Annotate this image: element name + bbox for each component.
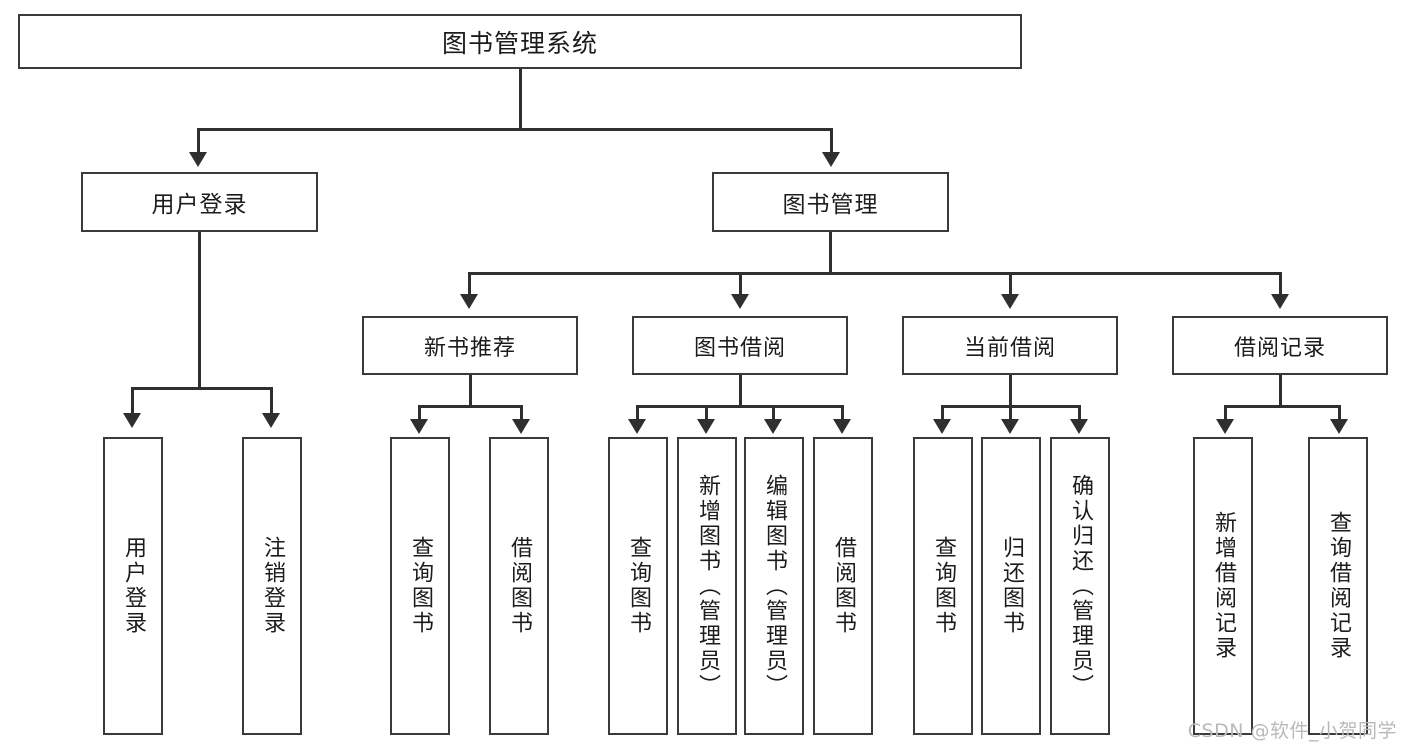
node-label: 借阅图书 [507,536,532,636]
edge-new-book-to-leaf-2 [520,405,523,421]
node-label: 用户登录 [121,536,146,636]
edge-borrow-record-bus [1224,405,1341,408]
edge-book-borrow-bus [636,405,844,408]
edge-book-borrow-to-leaf-4 [841,405,844,421]
node-label: 查询借阅记录 [1326,511,1351,661]
node-label: 编辑图书（管理员） [762,473,787,699]
node-label: 注销登录 [260,536,285,636]
arrowhead-current-borrow-leaf-3 [1070,419,1088,434]
node-label: 借阅图书 [831,536,856,636]
arrowhead-book-mgmt [822,152,840,167]
arrowhead-book-borrow-leaf-3 [764,419,782,434]
edge-book-borrow-stem [739,375,742,407]
leaf-edit-book-admin[interactable]: 编辑图书（管理员） [744,437,804,735]
arrowhead-borrow-record-leaf-1 [1216,419,1234,434]
arrowhead-new-book [460,294,478,309]
node-label: 新增图书（管理员） [695,473,720,699]
edge-root-to-book-mgmt [830,128,833,154]
edge-borrow-record-to-leaf-2 [1338,405,1341,421]
node-borrow-record[interactable]: 借阅记录 [1172,316,1388,375]
node-label: 查询图书 [408,536,433,636]
leaf-user-login[interactable]: 用户登录 [103,437,163,735]
watermark-text: CSDN @软件_小贺同学 [1187,720,1397,742]
arrowhead-borrow-record-leaf-2 [1330,419,1348,434]
arrowhead-leaf-user-login [123,413,141,428]
edge-user-login-stem [198,232,201,389]
node-label: 查询图书 [931,536,956,636]
node-root-system[interactable]: 图书管理系统 [18,14,1022,69]
node-label: 图书借阅 [693,335,786,361]
edge-book-mgmt-to-current-borrow [1009,272,1012,296]
node-new-book-recommend[interactable]: 新书推荐 [362,316,578,375]
edge-book-borrow-to-leaf-1 [636,405,639,421]
node-label: 图书管理系统 [441,28,598,58]
arrowhead-new-book-leaf-2 [512,419,530,434]
edge-new-book-stem [469,375,472,407]
edge-user-login-to-leaf-2 [270,387,273,415]
leaf-query-book-new[interactable]: 查询图书 [390,437,450,735]
arrowhead-current-borrow-leaf-1 [933,419,951,434]
edge-root-to-user-login [197,128,200,154]
edge-book-mgmt-to-borrow-record [1279,272,1282,296]
leaf-return-book[interactable]: 归还图书 [981,437,1041,735]
edge-book-mgmt-to-new-book [468,272,471,296]
node-label: 当前借阅 [963,335,1056,361]
leaf-query-book-current[interactable]: 查询图书 [913,437,973,735]
node-book-borrow[interactable]: 图书借阅 [632,316,848,375]
edge-user-login-to-leaf-1 [131,387,134,415]
leaf-query-borrow-record[interactable]: 查询借阅记录 [1308,437,1368,735]
edge-book-mgmt-to-book-borrow [739,272,742,296]
leaf-borrow-book[interactable]: 借阅图书 [813,437,873,735]
arrowhead-new-book-leaf-1 [410,419,428,434]
node-label: 新书推荐 [423,335,516,361]
edge-root-bus [197,128,833,131]
arrowhead-book-borrow-leaf-1 [628,419,646,434]
edge-new-book-bus [418,405,523,408]
edge-borrow-record-stem [1279,375,1282,407]
node-current-borrow[interactable]: 当前借阅 [902,316,1118,375]
edge-current-borrow-to-leaf-2 [1009,405,1012,421]
node-label: 归还图书 [999,536,1024,636]
node-label: 新增借阅记录 [1211,511,1236,661]
edge-root-stem [519,69,522,130]
leaf-add-book-admin[interactable]: 新增图书（管理员） [677,437,737,735]
node-user-login[interactable]: 用户登录 [81,172,318,232]
leaf-query-book-borrow[interactable]: 查询图书 [608,437,668,735]
edge-book-borrow-to-leaf-2 [705,405,708,421]
edge-current-borrow-to-leaf-3 [1078,405,1081,421]
node-label: 图书管理 [782,192,879,218]
leaf-borrow-book-new[interactable]: 借阅图书 [489,437,549,735]
leaf-logout[interactable]: 注销登录 [242,437,302,735]
arrowhead-current-borrow-leaf-2 [1001,419,1019,434]
edge-borrow-record-to-leaf-1 [1224,405,1227,421]
arrowhead-book-borrow-leaf-2 [697,419,715,434]
arrowhead-user-login [189,152,207,167]
edge-current-borrow-to-leaf-1 [941,405,944,421]
arrowhead-leaf-logout [262,413,280,428]
arrowhead-book-borrow [731,294,749,309]
leaf-confirm-return-admin[interactable]: 确认归还（管理员） [1050,437,1110,735]
edge-new-book-to-leaf-1 [418,405,421,421]
node-label: 确认归还（管理员） [1068,473,1093,699]
leaf-add-borrow-record[interactable]: 新增借阅记录 [1193,437,1253,735]
node-label: 借阅记录 [1233,335,1326,361]
edge-book-mgmt-bus [468,272,1281,275]
node-label: 查询图书 [626,536,651,636]
node-book-management[interactable]: 图书管理 [712,172,949,232]
arrowhead-book-borrow-leaf-4 [833,419,851,434]
node-label: 用户登录 [151,192,248,218]
arrowhead-current-borrow [1001,294,1019,309]
arrowhead-borrow-record [1271,294,1289,309]
edge-book-borrow-to-leaf-3 [772,405,775,421]
edge-current-borrow-stem [1009,375,1012,407]
edge-user-login-bus [131,387,272,390]
edge-book-mgmt-stem [829,232,832,274]
